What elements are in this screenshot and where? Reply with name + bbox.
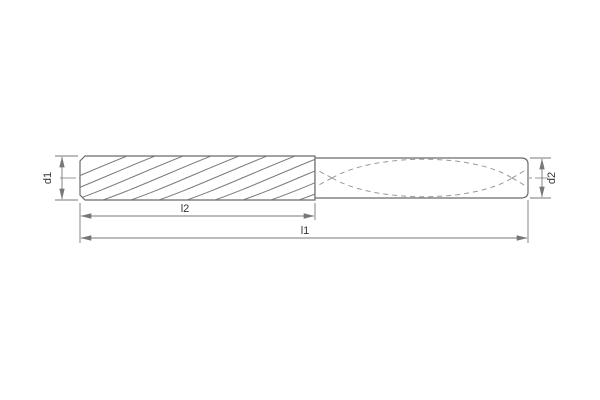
coolant-curve-tail [316, 177, 333, 187]
coolant-curve-tail [316, 169, 333, 179]
flute-line [233, 156, 315, 200]
dimension-label-l2: l2 [181, 203, 190, 215]
coolant-curve-upper [331, 158, 513, 179]
coolant-curve-tail [511, 169, 527, 179]
dimension-d2 [530, 157, 551, 199]
dimension-labels: d1 d2 l2 l1 [42, 172, 558, 237]
dimension-d1 [55, 155, 78, 201]
flute-line [149, 156, 276, 200]
flute-line [261, 156, 315, 200]
coolant-channel-dashed-lines [316, 158, 527, 198]
flute-line [177, 156, 304, 200]
flute-helix-lines [80, 156, 315, 200]
dimension-l2 [79, 203, 316, 243]
flute-line [121, 156, 248, 200]
dimension-label-d1: d1 [42, 172, 54, 184]
flute-line [80, 156, 164, 200]
coolant-curve-lower [331, 177, 513, 198]
flute-line [93, 156, 220, 200]
dimension-label-l1: l1 [301, 225, 310, 237]
dimensions [55, 155, 551, 243]
flute-line [289, 156, 315, 200]
shank-outline [314, 157, 529, 199]
dimension-label-d2: d2 [546, 172, 558, 184]
flute-line [80, 156, 136, 200]
flute-line [80, 156, 192, 200]
flute-line [205, 156, 315, 200]
coolant-curve-tail [511, 177, 527, 187]
dimension-l1 [80, 200, 529, 243]
tool-drawing [79, 155, 529, 201]
flute-section-outline [79, 155, 316, 201]
